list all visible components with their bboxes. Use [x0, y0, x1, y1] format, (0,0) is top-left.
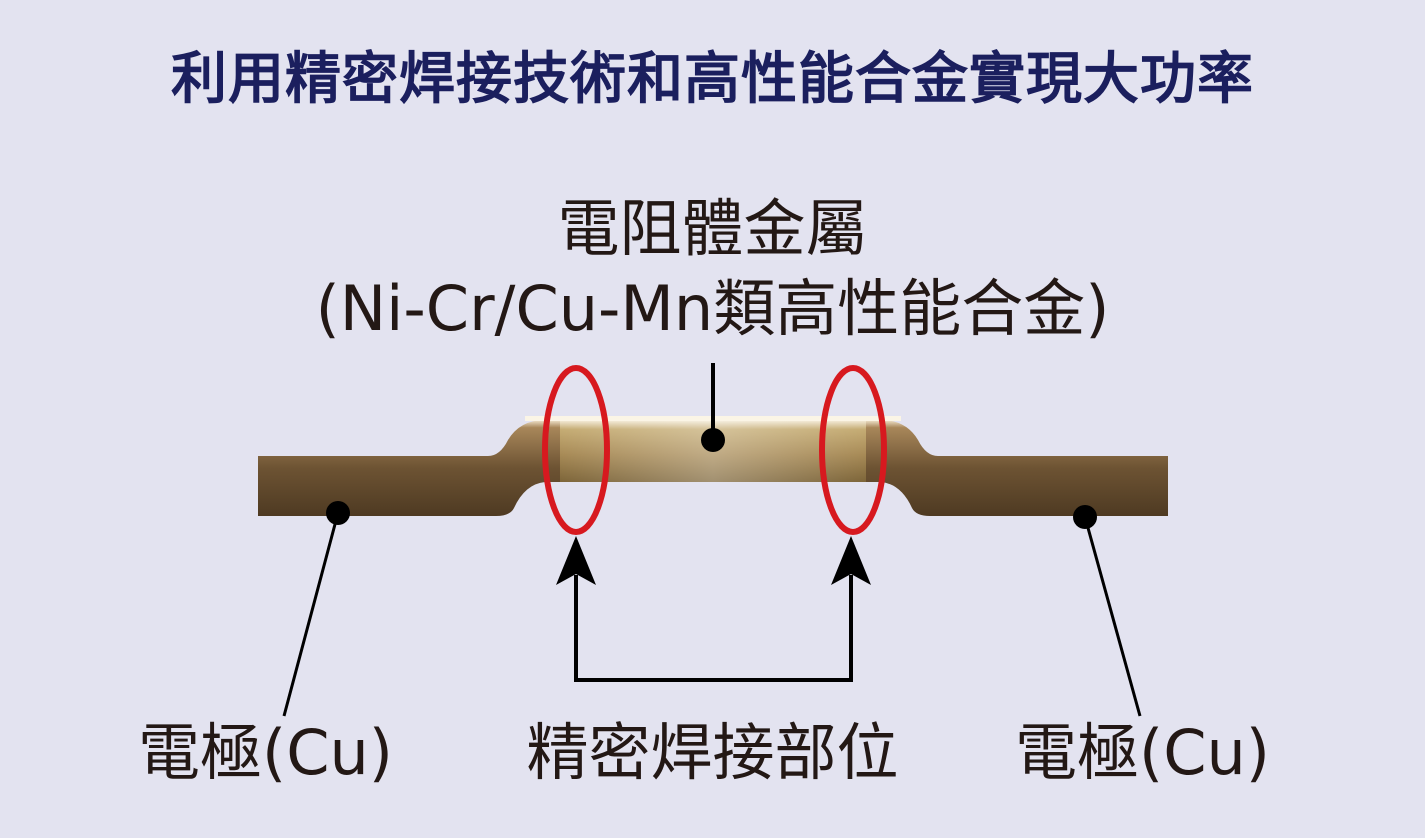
resistor-label-line2: (Ni-Cr/Cu-Mn類高性能合金) [315, 272, 1110, 345]
weld-ring-left [542, 365, 610, 535]
arrow-head-left [556, 536, 596, 585]
resistor-leader-dot [701, 428, 725, 452]
arrow-head-right [831, 536, 871, 585]
weld-label: 精密焊接部位 [526, 716, 899, 789]
weld-bracket [574, 575, 853, 682]
electrode-left-leader-line [282, 512, 340, 717]
electrode-right-leader-line [1083, 516, 1142, 717]
electrode-right [866, 420, 1168, 516]
electrode-left [258, 420, 560, 516]
resistor-label-line1: 電阻體金屬 [557, 192, 868, 265]
electrode-right-label: 電極(Cu) [1015, 716, 1270, 789]
page-title: 利用精密焊接技術和高性能合金實現大功率 [171, 47, 1254, 112]
electrode-left-label: 電極(Cu) [138, 716, 393, 789]
weld-ring-right [819, 365, 887, 535]
